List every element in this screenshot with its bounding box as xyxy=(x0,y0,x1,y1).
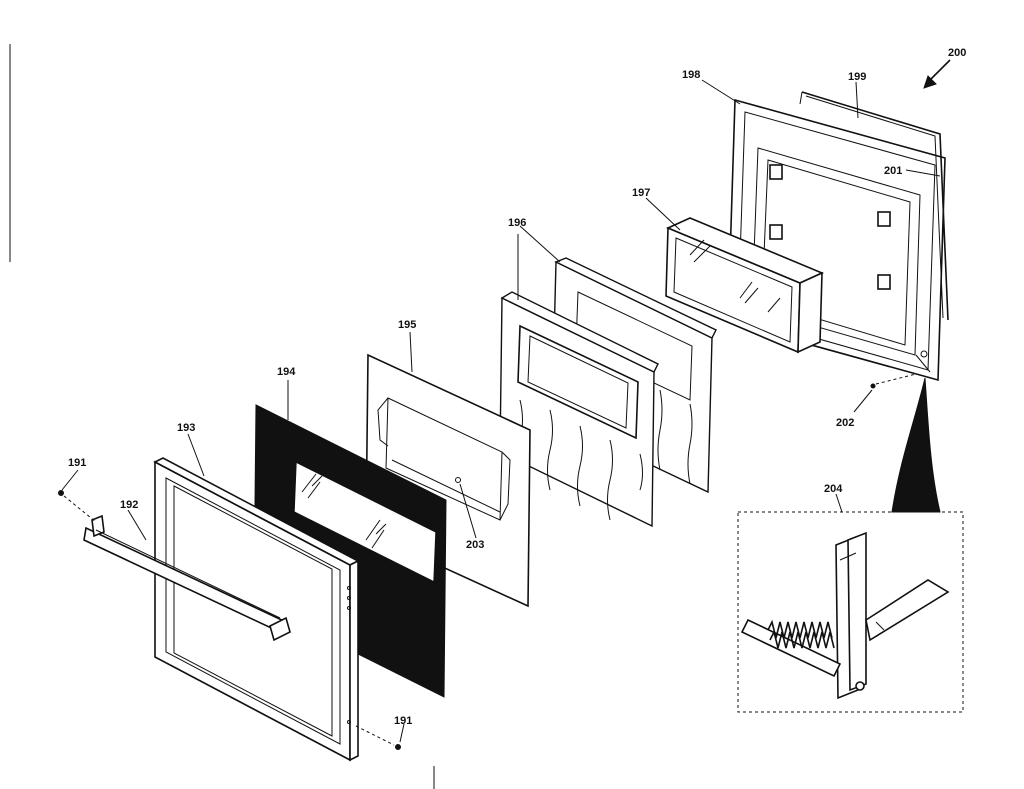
hinge-detail-204 xyxy=(737,377,964,713)
callout-191-bottom: 191 xyxy=(394,715,412,727)
door-gasket-199 xyxy=(799,91,949,321)
callout-198: 198 xyxy=(682,69,700,81)
callout-196: 196 xyxy=(508,217,526,229)
door-insulation-front-196 xyxy=(499,291,659,528)
callout-192: 192 xyxy=(120,499,138,511)
inner-door-liner-198 xyxy=(727,98,946,382)
callout-200: 200 xyxy=(948,47,966,59)
callout-194: 194 xyxy=(277,366,296,378)
callout-202: 202 xyxy=(836,417,854,429)
callout-203: 203 xyxy=(466,539,484,551)
screw-191-top xyxy=(58,490,97,523)
callout-197: 197 xyxy=(632,187,650,199)
window-glass-pack-197 xyxy=(665,217,825,354)
callout-201: 201 xyxy=(884,165,902,177)
callout-199: 199 xyxy=(848,71,866,83)
assembly-arrow-200 xyxy=(923,59,951,89)
callout-204: 204 xyxy=(824,483,843,495)
callout-195: 195 xyxy=(398,319,416,331)
hinge-pin-202 xyxy=(870,373,917,389)
door-handle-192 xyxy=(83,514,291,642)
callout-191-top: 191 xyxy=(68,457,86,469)
callout-193: 193 xyxy=(177,422,195,434)
screw-191-bottom xyxy=(355,725,401,750)
leader-lines xyxy=(61,79,941,743)
